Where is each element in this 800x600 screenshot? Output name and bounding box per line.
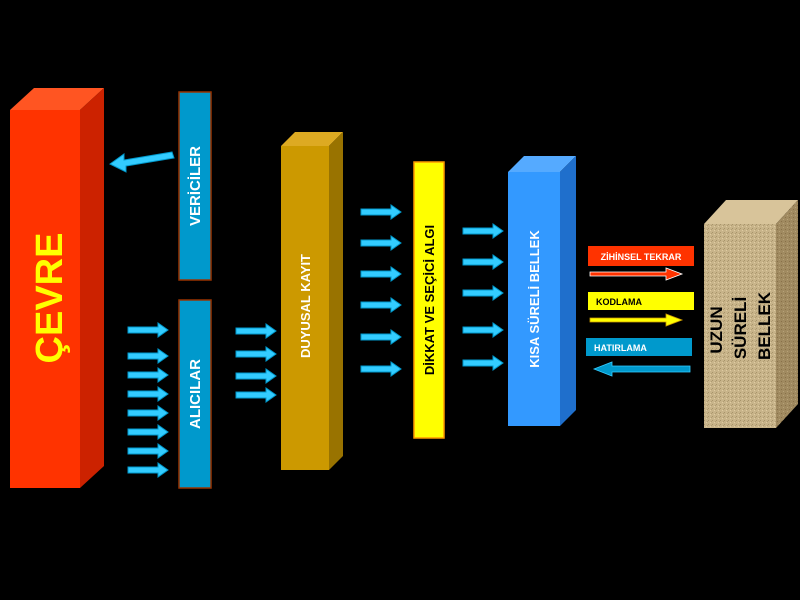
cevre-side [80, 88, 104, 488]
zihinsel-tekrar-arrow [589, 267, 684, 281]
sensory-arrow-1 [360, 235, 402, 251]
vericiler-to-cevre-arrow [109, 151, 175, 173]
env-arrow-5 [127, 424, 169, 440]
env-arrow-1 [127, 348, 169, 364]
kodlama-arrow [589, 313, 684, 327]
env-arrow-3 [127, 386, 169, 402]
zihinsel-tekrar-label: ZİHİNSEL TEKRAR [601, 252, 682, 262]
sensory-arrow-5 [360, 361, 402, 377]
cevre-box: ÇEVRE [10, 88, 104, 488]
duyusal-kayit-box: DUYUSAL KAYIT [281, 132, 343, 470]
env-arrow-2 [127, 367, 169, 383]
cevre-label: ÇEVRE [29, 233, 71, 364]
attention-arrow-0 [462, 223, 504, 239]
dikkat-box: DİKKAT VE SEÇİCİ ALGI [413, 161, 445, 439]
env-arrow-4 [127, 405, 169, 421]
env-arrow-0 [127, 322, 169, 338]
kisa-sureli-bellek-label: KISA SÜRELİ BELLEK [527, 230, 542, 368]
env-arrow-7 [127, 462, 169, 478]
hatirlama-label: HATIRLAMA [594, 343, 647, 353]
kodlama-label: KODLAMA [596, 297, 642, 307]
flow-arrows [127, 204, 504, 478]
uzun-sureli-bellek-box: UZUN SÜRELİ BELLEK [704, 200, 798, 428]
attention-arrow-2 [462, 285, 504, 301]
cevre-top [10, 88, 104, 110]
receptor-arrow-1 [235, 346, 277, 362]
attention-arrow-4 [462, 355, 504, 371]
sensory-arrow-2 [360, 266, 402, 282]
receptor-arrow-0 [235, 323, 277, 339]
sensory-arrow-3 [360, 297, 402, 313]
receptor-arrow-3 [235, 387, 277, 403]
env-arrow-6 [127, 443, 169, 459]
sensory-arrow-4 [360, 329, 402, 345]
attention-arrow-3 [462, 322, 504, 338]
kodlama-process: KODLAMA [588, 292, 694, 327]
hatirlama-process: HATIRLAMA [586, 338, 692, 377]
uzun-label-line2: SÜRELİ [731, 297, 750, 359]
sensory-arrow-0 [360, 204, 402, 220]
alicilar-box: ALICILAR [178, 299, 212, 489]
attention-arrow-1 [462, 254, 504, 270]
duyusal-kayit-label: DUYUSAL KAYIT [298, 254, 313, 358]
vericiler-label: VERİCİLER [187, 146, 204, 226]
alicilar-label: ALICILAR [187, 359, 204, 429]
kisa-sureli-bellek-box: KISA SÜRELİ BELLEK [508, 156, 576, 426]
zihinsel-tekrar-process: ZİHİNSEL TEKRAR [588, 246, 694, 281]
vericiler-box: VERİCİLER [178, 91, 212, 281]
dikkat-label: DİKKAT VE SEÇİCİ ALGI [422, 225, 437, 375]
cevre-front [10, 110, 80, 488]
uzun-label-line3: BELLEK [755, 291, 774, 360]
hatirlama-arrow [592, 361, 691, 377]
receptor-arrow-2 [235, 368, 277, 384]
uzun-label-line1: UZUN [707, 306, 726, 353]
